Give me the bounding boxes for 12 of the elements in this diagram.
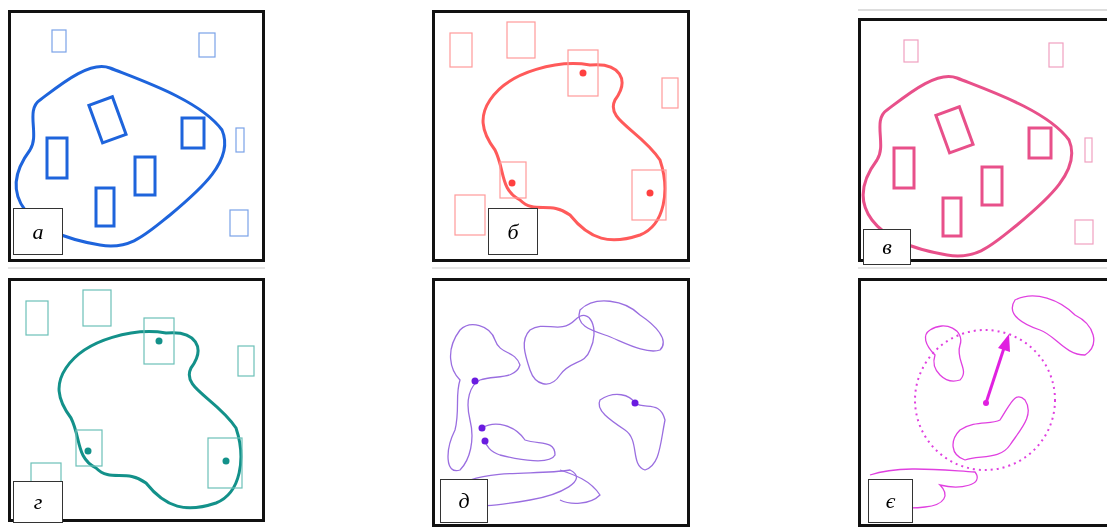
diagram-panel [858,18,1107,262]
diagram-panel [432,278,690,527]
panel-letter: г [13,481,63,523]
panel-letter: б [488,208,538,255]
panel-letter: д [440,479,488,523]
diagram-panel [8,278,265,522]
panel-letter: є [868,479,913,523]
diagram-panel [432,10,690,262]
diagram-panel [858,278,1107,527]
diagram-panel [8,10,265,262]
panel-letter: в [863,229,911,265]
panel-letter: а [13,208,63,255]
